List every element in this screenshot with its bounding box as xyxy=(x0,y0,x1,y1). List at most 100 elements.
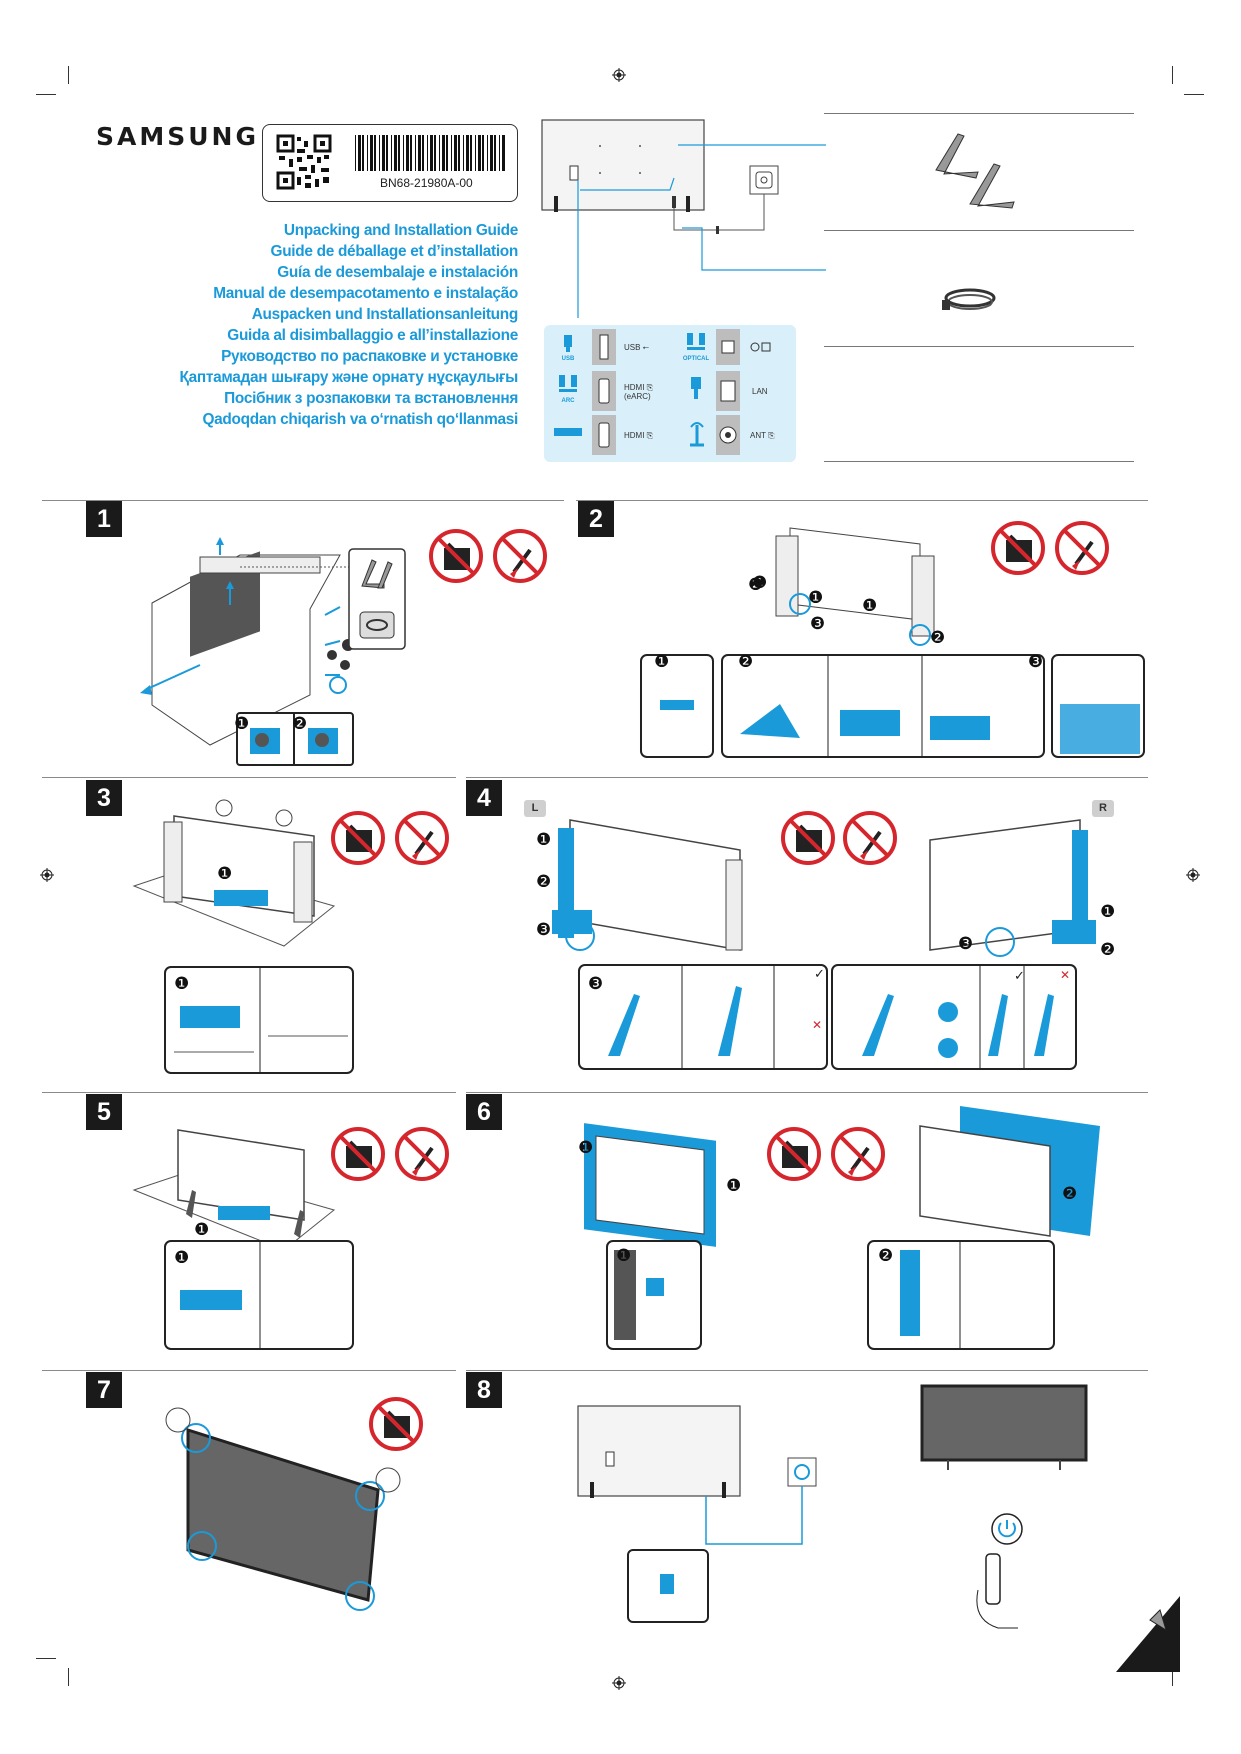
guide-title-fr: Guide de déballage et d’installation xyxy=(270,243,519,260)
soundbar-icon xyxy=(554,428,582,436)
registration-mark-bottom xyxy=(612,1676,626,1690)
barcode-bar xyxy=(358,135,361,171)
step6-cover-removal-illustration xyxy=(584,1123,716,1247)
check-mark-2: ✓ xyxy=(1014,968,1025,983)
barcode-bar xyxy=(427,135,428,171)
samsung-logo: SAMSUNG xyxy=(96,122,259,151)
step1-box-illustration xyxy=(140,537,355,746)
lan-cable-icon xyxy=(691,377,701,399)
barcode-bar xyxy=(422,135,424,171)
barcode-bar xyxy=(415,135,416,171)
callout-one: ❶ xyxy=(752,573,768,593)
hdmi-earc-label: HDMI ⎘ (eARC) xyxy=(624,383,654,401)
barcode-bar xyxy=(406,135,409,171)
barcode-bar xyxy=(379,135,380,171)
guide-title-uk: Посібник з розпаковки та встановлення xyxy=(224,390,518,407)
callout-one: ❶ xyxy=(1100,902,1116,922)
step4-detail-panel xyxy=(578,964,1077,1070)
hdmi-port xyxy=(592,415,616,455)
registration-mark-right xyxy=(1186,868,1200,882)
callout-two: ❷ xyxy=(292,714,308,734)
barcode-bar xyxy=(494,135,496,171)
callout-one: ❶ xyxy=(654,652,670,672)
antenna-icon xyxy=(690,422,704,447)
no-sharp-object-icon xyxy=(394,810,450,871)
callout-one: ❶ xyxy=(194,1220,210,1240)
cross-mark-2: ✕ xyxy=(1060,968,1071,982)
no-pressure-icon xyxy=(780,810,836,871)
barcode-bar xyxy=(394,135,397,171)
callout-two: ❷ xyxy=(878,1246,894,1266)
step2-tv-base-illustration xyxy=(775,527,935,646)
step-2-number: 2 xyxy=(578,501,614,537)
step6-tv-cover-lifted xyxy=(919,1106,1100,1237)
stand-legs-icon xyxy=(935,133,1015,209)
callout-three: ❸ xyxy=(536,920,552,940)
no-pressure-icon xyxy=(428,528,484,589)
no-sharp-object-icon xyxy=(842,810,898,871)
guide-title-en: Unpacking and Installation Guide xyxy=(283,222,518,239)
no-sharp-object-icon xyxy=(1054,520,1110,581)
check-mark-1: ✓ xyxy=(814,966,825,981)
callout-one: ❶ xyxy=(234,714,250,734)
step5-tv-stand-illustration xyxy=(132,1129,336,1251)
barcode-bar xyxy=(458,135,460,171)
step7-carry-tv-illustration xyxy=(165,1407,401,1611)
barcode-bar xyxy=(398,135,400,171)
barcode-bar xyxy=(490,135,493,171)
step-7-number: 7 xyxy=(86,1372,122,1408)
barcode-bar xyxy=(403,135,404,171)
usb-icon-label: USB xyxy=(561,356,575,362)
optical-icon xyxy=(687,333,705,350)
step6-detail-panels xyxy=(606,1240,1055,1350)
step-3-number: 3 xyxy=(86,780,122,816)
callout-three: ❸ xyxy=(588,974,604,994)
registration-mark-left xyxy=(40,868,54,882)
callout-two: ❷ xyxy=(930,628,946,648)
barcode-bar xyxy=(487,135,488,171)
barcode-bar xyxy=(367,135,368,171)
step5-detail-panel xyxy=(164,1240,354,1350)
guide-title-kk: Қаптамадан шығару және орнату нұсқаулығы xyxy=(179,369,519,386)
callout-one: ❶ xyxy=(862,596,878,616)
power-button-icon xyxy=(991,1513,1023,1545)
barcode-bar xyxy=(446,135,448,171)
barcode-bar xyxy=(410,135,412,171)
step4-right-illustration xyxy=(929,819,1096,957)
no-pressure-icon xyxy=(330,810,386,871)
guide-title-de: Auspacken und Installationsanleitung xyxy=(251,306,519,323)
step8-connect-power-illustration xyxy=(577,1405,817,1623)
callout-three: ❸ xyxy=(958,934,974,954)
usb-port xyxy=(592,329,616,365)
callout-one: ❶ xyxy=(616,1246,632,1266)
no-sharp-object-icon xyxy=(830,1126,886,1187)
callout-three: ❸ xyxy=(810,614,826,634)
step-8-number: 8 xyxy=(466,1372,502,1408)
barcode-bar xyxy=(430,135,433,171)
callout-three: ❸ xyxy=(1028,652,1044,672)
guide-title-pt: Manual de desempacotamento e instalação xyxy=(213,285,518,302)
callout-two: ❷ xyxy=(738,652,754,672)
step4-left-illustration xyxy=(552,819,743,951)
no-sharp-object-icon xyxy=(394,1126,450,1187)
callout-one: ❶ xyxy=(808,588,824,608)
barcode-bar xyxy=(478,135,481,171)
barcode-bar xyxy=(475,135,476,171)
barcode-bar xyxy=(370,135,373,171)
lan-port xyxy=(716,371,740,411)
callout-two: ❷ xyxy=(1100,940,1116,960)
ant-label: ANT ⎘ xyxy=(750,431,775,440)
usb-port-label: USB ⭠ xyxy=(624,343,650,352)
barcode-bar xyxy=(386,135,388,171)
callout-one: ❶ xyxy=(726,1176,742,1196)
barcode-bar xyxy=(466,135,469,171)
step-5-number: 5 xyxy=(86,1094,122,1130)
qr-code-icon xyxy=(276,134,332,190)
remote-hand-icon xyxy=(976,1553,1018,1629)
guide-title-es: Guía de desembalaje e instalación xyxy=(277,264,518,281)
optical-out-icon xyxy=(750,342,771,352)
no-pressure-icon xyxy=(990,520,1046,581)
optical-icon-label: OPTICAL xyxy=(682,356,710,362)
callout-one: ❶ xyxy=(174,974,190,994)
callout-one: ❶ xyxy=(174,1248,190,1268)
